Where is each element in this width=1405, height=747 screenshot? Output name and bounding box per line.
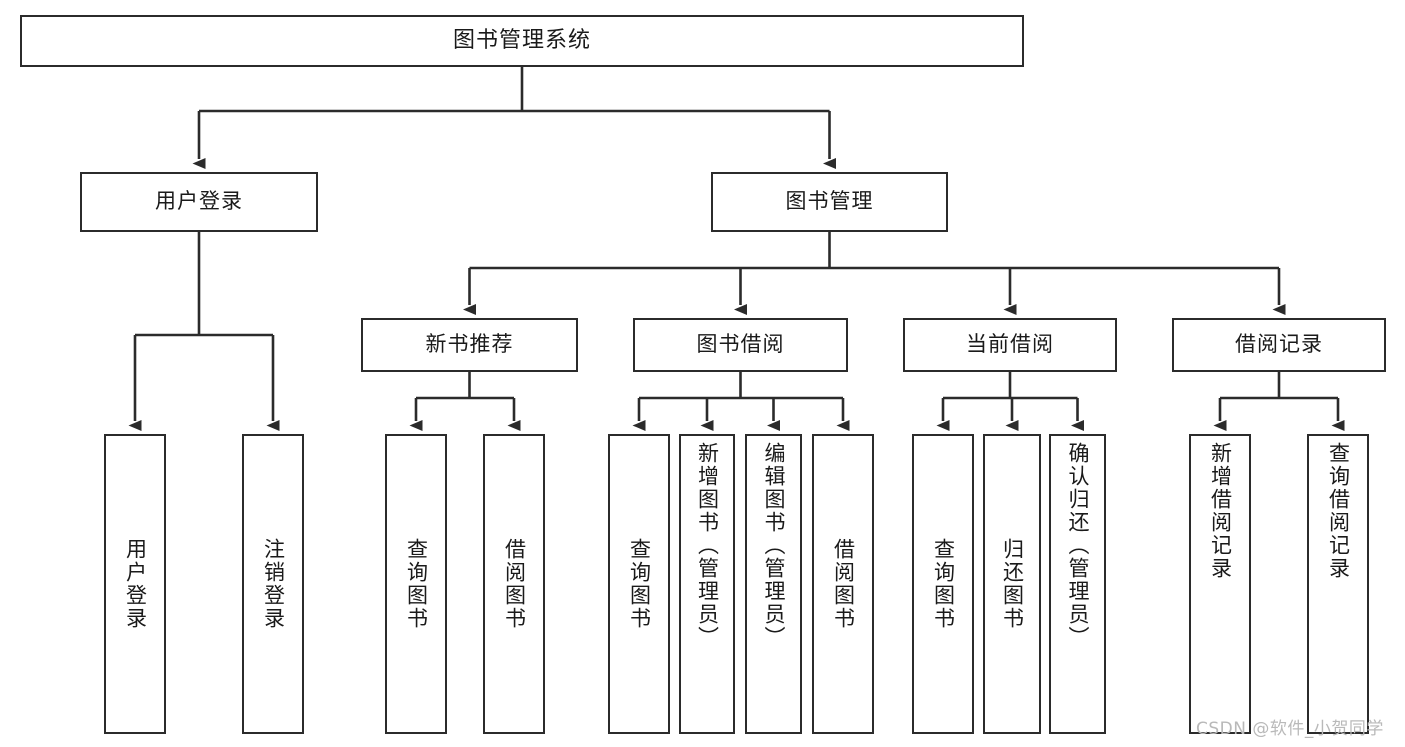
node-label: 借阅图书	[831, 538, 856, 630]
node-label: 查询图书	[404, 538, 429, 630]
node-label: 借阅图书	[502, 538, 527, 630]
node-label: 图书借阅	[696, 332, 785, 357]
node-label: 图书管理系统	[452, 27, 591, 53]
node-leaf-query-book-3[interactable]: 查询图书	[912, 434, 974, 734]
node-label: 查询图书	[931, 538, 956, 630]
node-leaf-user-login[interactable]: 用户登录	[104, 434, 166, 734]
node-leaf-borrow-book-1[interactable]: 借阅图书	[483, 434, 545, 734]
node-leaf-edit-book[interactable]: 编辑图书（管理员）	[745, 434, 802, 734]
node-newbook[interactable]: 新书推荐	[361, 318, 578, 372]
node-label: 确认归还（管理员）	[1065, 442, 1090, 649]
node-records[interactable]: 借阅记录	[1172, 318, 1386, 372]
node-leaf-query-book-2[interactable]: 查询图书	[608, 434, 670, 734]
node-borrow[interactable]: 图书借阅	[633, 318, 848, 372]
node-login[interactable]: 用户登录	[80, 172, 318, 232]
node-leaf-query-record[interactable]: 查询借阅记录	[1307, 434, 1369, 734]
node-label: 新书推荐	[425, 332, 514, 357]
node-label: 查询借阅记录	[1326, 442, 1351, 580]
node-label: 查询图书	[627, 538, 652, 630]
node-label: 图书管理	[785, 189, 874, 214]
node-leaf-borrow-book-2[interactable]: 借阅图书	[812, 434, 874, 734]
node-label: 新增图书（管理员）	[695, 442, 720, 649]
node-leaf-add-book[interactable]: 新增图书（管理员）	[679, 434, 735, 734]
node-leaf-confirm-return[interactable]: 确认归还（管理员）	[1049, 434, 1106, 734]
node-leaf-query-book-1[interactable]: 查询图书	[385, 434, 447, 734]
node-label: 归还图书	[1000, 538, 1025, 630]
node-root[interactable]: 图书管理系统	[20, 15, 1024, 67]
node-label: 用户登录	[155, 189, 243, 214]
node-leaf-user-logout[interactable]: 注销登录	[242, 434, 304, 734]
node-leaf-return-book[interactable]: 归还图书	[983, 434, 1041, 734]
node-label: 新增借阅记录	[1208, 442, 1233, 580]
node-label: 当前借阅	[966, 332, 1054, 357]
node-leaf-add-record[interactable]: 新增借阅记录	[1189, 434, 1251, 734]
node-label: 借阅记录	[1235, 332, 1323, 357]
node-label: 编辑图书（管理员）	[761, 442, 786, 649]
node-label: 用户登录	[123, 538, 148, 630]
node-current[interactable]: 当前借阅	[903, 318, 1117, 372]
node-label: 注销登录	[261, 538, 286, 630]
node-bookmgmt[interactable]: 图书管理	[711, 172, 948, 232]
